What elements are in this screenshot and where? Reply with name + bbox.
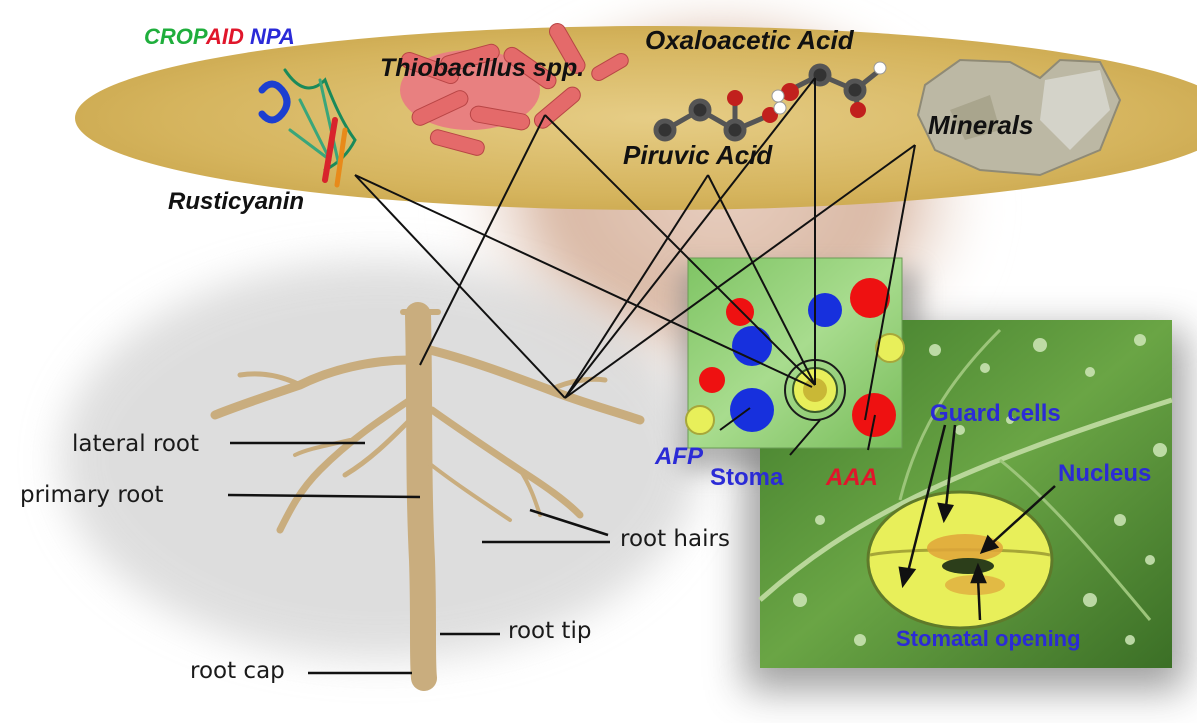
label-nucleus: Nucleus: [1058, 462, 1151, 486]
label-root-tip: root tip: [508, 620, 591, 643]
title-crop: CROP: [144, 24, 206, 49]
label-primary-root: primary root: [20, 484, 163, 507]
label-oxaloacetic-acid: Oxaloacetic Acid: [645, 27, 854, 53]
label-root-cap: root cap: [190, 660, 285, 683]
label-guard-cells: Guard cells: [930, 402, 1061, 426]
label-root-hairs: root hairs: [620, 528, 730, 551]
label-rusticyanin: Rusticyanin: [168, 190, 304, 214]
title-npa: NPA: [250, 24, 295, 49]
label-piruvic-acid: Piruvic Acid: [623, 142, 772, 168]
label-minerals: Minerals: [928, 112, 1034, 138]
label-lateral-root: lateral root: [72, 433, 199, 456]
label-stoma: Stoma: [710, 466, 783, 490]
label-afp: AFP: [655, 445, 703, 469]
title-aid: AID: [206, 24, 244, 49]
label-thiobacillus: Thiobacillus spp.: [380, 56, 584, 81]
label-stomatal-opening: Stomatal opening: [896, 628, 1081, 650]
page-title: CROPAID NPA: [144, 26, 295, 48]
root-shadow: [60, 260, 700, 660]
label-aaa: AAA: [826, 466, 878, 490]
